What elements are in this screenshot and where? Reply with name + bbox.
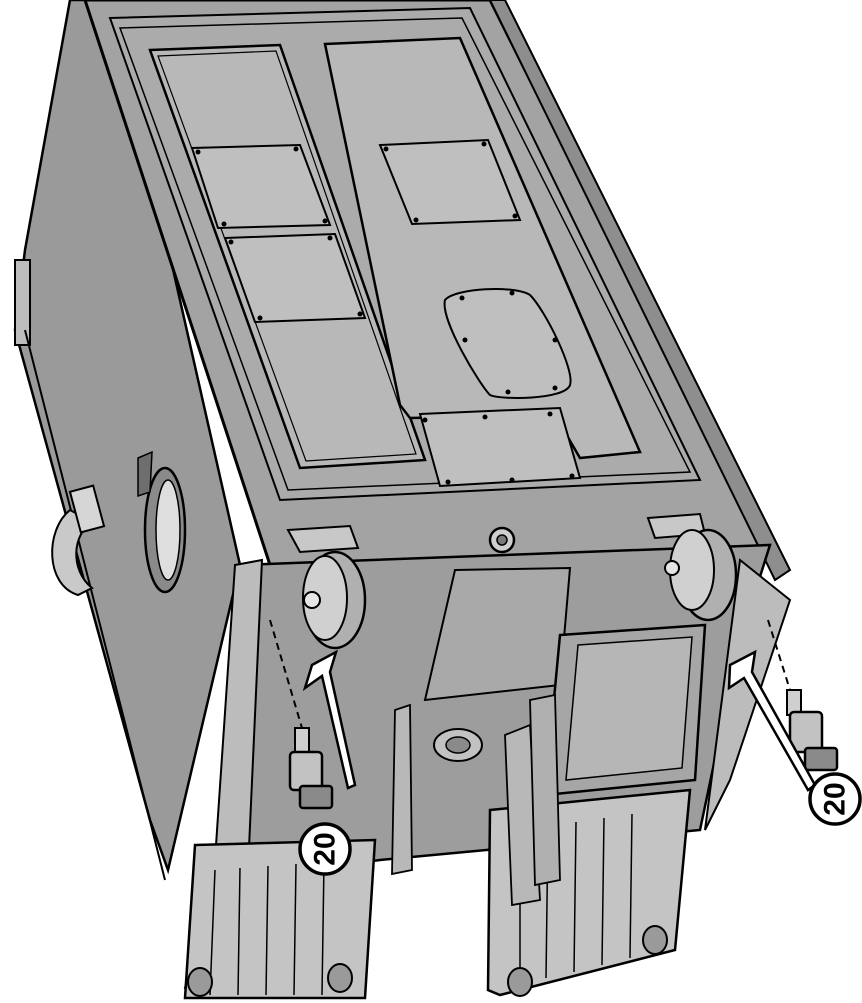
right-caster-wheel — [646, 512, 738, 622]
callout-right-label: 20 — [819, 782, 852, 815]
callout-left-label: 20 — [309, 832, 342, 865]
left-insert-arrow-icon — [302, 649, 357, 790]
left-leveling-foot — [269, 619, 334, 810]
left-skid — [183, 558, 413, 1000]
left-caster-wheel — [286, 524, 367, 650]
cabinet-top-face — [83, 0, 773, 567]
side-handle — [51, 484, 106, 597]
side-port — [137, 450, 187, 594]
right-skid — [486, 558, 792, 997]
cabinet-right-edge — [488, 0, 792, 582]
right-leveling-foot — [767, 619, 839, 772]
callout-right: 20 — [808, 772, 862, 826]
callout-left: 20 — [298, 822, 352, 876]
